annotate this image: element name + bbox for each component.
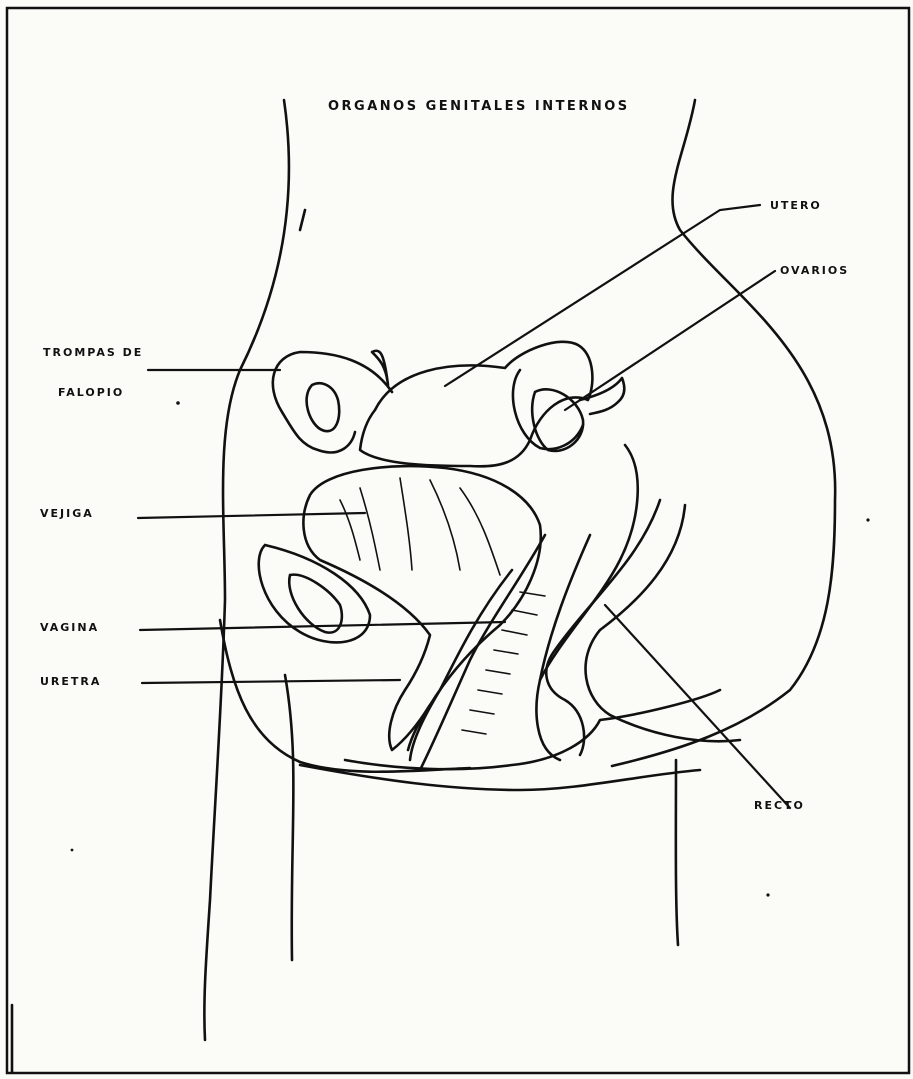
label-uretra: URETRA <box>40 676 101 687</box>
label-vejiga: VEJIGA <box>40 508 94 519</box>
label-trompas-line2: FALOPIO <box>58 387 124 398</box>
frame-border <box>7 8 909 1073</box>
bladder <box>303 466 540 750</box>
leader-uretra <box>142 680 400 683</box>
fallopian-tube-left <box>273 352 392 452</box>
label-recto: RECTO <box>754 800 805 811</box>
rectum-wall <box>540 445 638 680</box>
thigh-line <box>676 760 678 945</box>
speck <box>866 518 869 521</box>
pubic-bone-inner <box>289 575 342 633</box>
back-mark <box>300 210 305 230</box>
leader-utero <box>445 205 760 386</box>
rectum-inner <box>586 505 740 741</box>
speck <box>71 849 74 852</box>
bladder-folds <box>340 478 500 575</box>
leg-line <box>285 675 293 960</box>
label-utero: UTERO <box>770 200 822 211</box>
ovary-left <box>307 383 340 431</box>
leader-ovarios <box>565 271 775 410</box>
perineal-floor <box>345 690 720 769</box>
fimbria-left <box>372 351 388 385</box>
label-ovarios: OVARIOS <box>780 265 849 276</box>
speck <box>176 401 180 405</box>
body-outline-back <box>204 100 289 1040</box>
leader-vagina <box>140 622 505 630</box>
leader-vejiga <box>138 513 365 518</box>
speck <box>766 893 769 896</box>
label-trompas-line1: TROMPAS DE <box>43 347 143 358</box>
diagram-title: ORGANOS GENITALES INTERNOS <box>328 100 630 113</box>
label-vagina: VAGINA <box>40 622 99 633</box>
vagina-rugae <box>462 592 545 734</box>
perineal-floor-lower <box>300 765 700 790</box>
